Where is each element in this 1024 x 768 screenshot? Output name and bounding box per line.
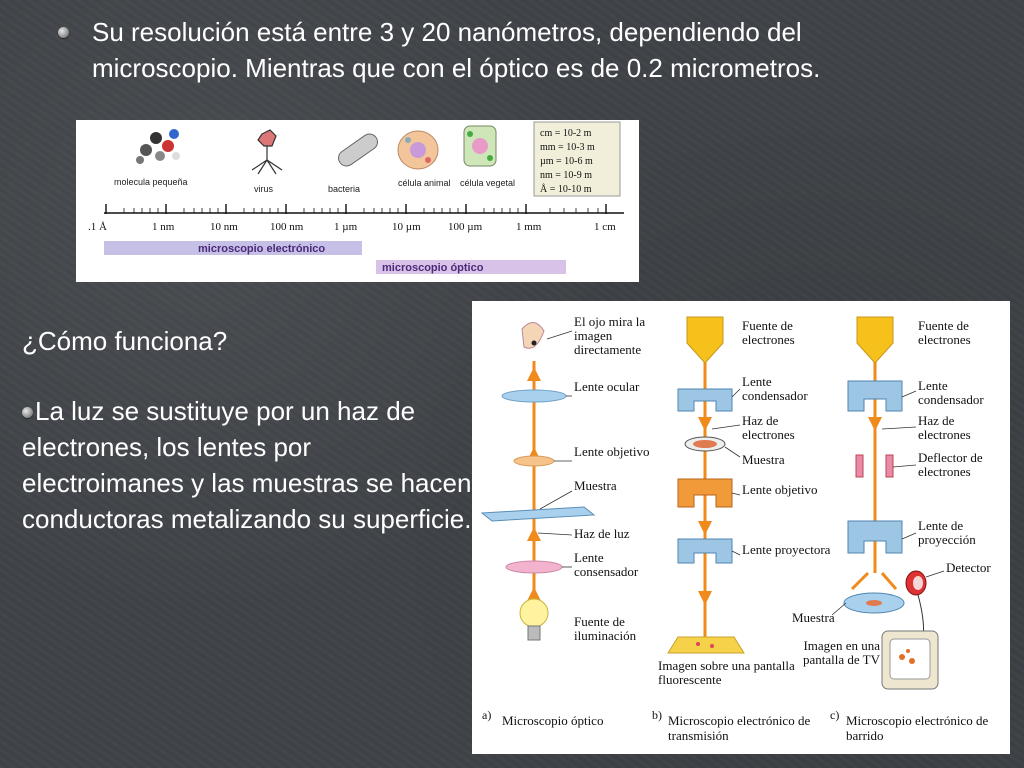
ruler-tick-label: 10 nm [210,221,238,233]
caption-c: Microscopio electrónico de barrido [846,713,989,743]
tem-objective-label: Lente objetivo [742,483,818,497]
electron-range-label: microscopio electrónico [198,243,325,255]
tem-source-label: Fuente de electrones [742,319,795,347]
objective-lens-label: Lente objetivo [574,445,650,459]
tem-sample-label: Muestra [742,453,785,467]
caption-letter-c: c) [830,708,839,722]
ruler-tick-label: 100 µm [448,221,483,233]
unit-line: mm = 10-3 m [540,142,595,153]
electron-range-band [104,241,362,255]
ruler-tick-label: 10 µm [392,221,421,233]
unit-line: nm = 10-9 m [540,170,592,181]
tem-screen-label: Imagen sobre una pantalla fluorescente [658,659,795,687]
sem-source-label: Fuente de electrones [918,319,971,347]
transmission-electron-microscope: Fuente de electrones Lente condensador H… [658,316,831,687]
sem-deflector-label: Deflector de electrones [918,451,983,479]
optical-range-band [376,260,566,274]
electron-gun-icon [686,316,724,364]
tem-projector-label: Lente proyectora [742,543,831,557]
optical-microscope: El ojo mira la imagen directamente Lente… [480,315,650,643]
animal-cell-icon [397,130,439,170]
size-scale-figure: molecula pequeña virus bacteria célula a… [76,120,639,282]
scale-item-label: célula animal [398,178,451,188]
caption-letter-a: a) [482,708,491,722]
scale-item-label: molecula pequeña [114,177,188,187]
tem-condenser-label: Lente condensador [742,375,808,403]
sem-sample-label: Muestra [792,611,835,625]
electron-gun-icon [856,316,894,364]
unit-line: µm = 10-6 m [540,156,593,167]
bullet-icon [22,407,33,418]
tem-beam-label: Haz de electrones [742,414,795,442]
tv-monitor-icon [881,630,939,690]
caption-b: Microscopio electrónico de transmisión [668,713,811,743]
section-question: ¿Cómo funciona? [22,326,228,356]
units-box [533,121,621,197]
ruler-tick-label: 1 nm [152,221,175,233]
light-bulb-icon [519,598,549,641]
light-beam-label: Haz de luz [574,527,630,541]
molecule-icon [136,129,180,164]
fluorescent-screen [667,636,745,654]
sem-detector-label: Detector [946,561,991,575]
optical-range-label: microscopio óptico [382,262,484,274]
resolution-text: Su resolución está entre 3 y 20 nanómetr… [92,17,821,83]
scale-ruler [104,204,624,214]
detector-icon [905,570,927,596]
eye-icon [521,322,545,349]
bacteria-icon [338,133,378,167]
scale-item-label: virus [254,184,274,194]
sem-projection-label: Lente de proyección [918,519,976,547]
ruler-tick-label: 1 mm [516,221,542,233]
ruler-tick-label: 1 µm [334,221,358,233]
unit-line: cm = 10-2 m [540,128,592,139]
explanation-body: La luz se sustituye por un haz de electr… [22,396,472,534]
microscope-diagram: El ojo mira la imagen directamente Lente… [472,301,1010,754]
caption-letter-b: b) [652,708,662,722]
scanning-electron-microscope: Fuente de electrones Lente condensador H… [792,316,991,690]
caption-a: Microscopio óptico [502,713,603,728]
sample-label: Muestra [574,479,617,493]
condenser-lens-label: Lente consensador [574,551,639,579]
explanation-text: La luz se sustituye por un haz de electr… [22,393,472,537]
light-source-label: Fuente de iluminación [574,615,637,643]
eye-label: El ojo mira la imagen directamente [574,315,646,357]
sem-condenser-label: Lente condensador [918,379,984,407]
ruler-tick-label: 1 cm [594,221,616,233]
ruler-tick-label: 100 nm [270,221,304,233]
plant-cell-icon [463,125,497,167]
bullet-icon [58,27,69,38]
scale-item-label: célula vegetal [460,178,515,188]
scale-item-label: bacteria [328,184,360,194]
sem-tv-label: Imagen en una pantalla de TV [802,639,880,667]
unit-line: Å = 10-10 m [540,183,592,195]
ocular-lens-label: Lente ocular [574,380,640,394]
virus-icon [251,129,283,175]
sem-beam-label: Haz de electrones [918,414,971,442]
ruler-tick-label: .1 Å [88,221,107,233]
